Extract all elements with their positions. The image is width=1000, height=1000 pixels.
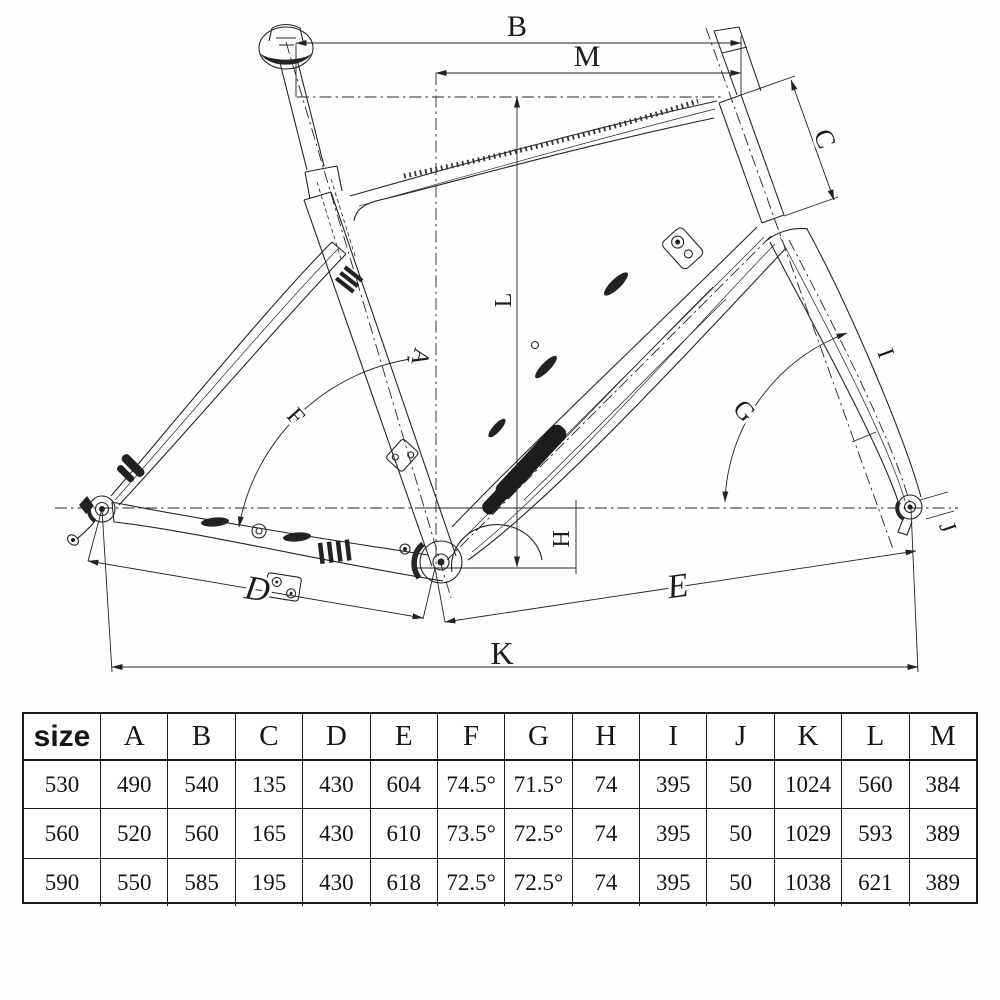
dim-label-k: K: [490, 635, 513, 671]
header-cell-size: size: [24, 714, 100, 760]
brake-caliper: [116, 454, 145, 483]
value-cell: 604: [369, 760, 437, 808]
value-cell: 72.5°: [436, 858, 505, 906]
header-cell: G: [504, 714, 572, 760]
header-cell: I: [639, 714, 707, 760]
header-cell: B: [167, 714, 235, 760]
size-cell: 560: [24, 808, 100, 858]
value-cell: 395: [639, 858, 707, 906]
size-cell: 590: [24, 858, 100, 906]
value-cell: 72.5°: [504, 808, 572, 858]
top-tube: [349, 98, 718, 222]
dim-label-j: J: [933, 519, 961, 537]
rear-dropout: [67, 495, 116, 546]
value-cell: 74: [571, 808, 640, 858]
value-cell: 540: [167, 760, 235, 808]
header-cell: E: [369, 714, 437, 760]
value-cell: 50: [706, 858, 774, 906]
centerlines: [55, 27, 958, 599]
header-cell: L: [841, 714, 909, 760]
steerer-tube: [713, 26, 762, 96]
chainstay: [111, 501, 444, 582]
value-cell: 72.5°: [504, 858, 572, 906]
fork: [765, 227, 923, 536]
value-cell: 593: [841, 808, 909, 858]
header-cell: C: [234, 714, 303, 760]
dim-label-a: A: [405, 345, 434, 368]
header-cell: D: [302, 714, 370, 760]
value-cell: 520: [100, 808, 168, 858]
value-cell: 610: [369, 808, 437, 858]
value-cell: 50: [706, 760, 774, 808]
value-cell: 1029: [773, 808, 842, 858]
dim-label-l: L: [491, 293, 517, 308]
dim-label-b: B: [507, 10, 527, 43]
cable-port: [662, 227, 704, 270]
value-cell: 490: [100, 760, 168, 808]
value-cell: 50: [706, 808, 774, 858]
value-cell: 74: [571, 858, 640, 906]
frame-geometry-diagram: B M C L A F G H I J D E K: [55, 10, 963, 673]
down-tube: [451, 226, 787, 561]
bike-frame-drawing: [55, 23, 958, 602]
value-cell: 585: [167, 858, 235, 906]
head-tube: [718, 94, 785, 224]
value-cell: 389: [908, 808, 976, 858]
seatpost-clamp: [258, 23, 314, 70]
value-cell: 73.5°: [436, 808, 505, 858]
value-cell: 195: [234, 858, 303, 906]
value-cell: 74: [571, 760, 640, 808]
dim-label-d: D: [241, 569, 272, 610]
seatpost: [279, 58, 325, 171]
dimension-labels: B M C L A F G H I J D E K: [238, 10, 963, 671]
dim-label-e: E: [664, 567, 691, 607]
header-cell: H: [571, 714, 640, 760]
header-cell: A: [100, 714, 168, 760]
value-cell: 430: [302, 858, 370, 906]
value-cell: 618: [369, 858, 437, 906]
value-cell: 1024: [773, 760, 842, 808]
dimension-lines: [87, 36, 955, 673]
value-cell: 71.5°: [504, 760, 572, 808]
dim-label-c: C: [808, 125, 843, 153]
dim-label-i: I: [871, 345, 898, 361]
value-cell: 1038: [773, 858, 842, 906]
value-cell: 621: [841, 858, 909, 906]
value-cell: 560: [841, 760, 909, 808]
value-cell: 550: [100, 858, 168, 906]
value-cell: 395: [639, 808, 707, 858]
value-cell: 165: [234, 808, 303, 858]
geometry-table: size A B C D E F G H I J K L M 530 490 5…: [22, 712, 978, 906]
dim-label-f: F: [281, 403, 309, 430]
header-cell: J: [706, 714, 774, 760]
value-cell: 430: [302, 760, 370, 808]
value-cell: 395: [639, 760, 707, 808]
derailleur-mount: [386, 438, 419, 472]
dim-label-m: M: [574, 40, 601, 73]
value-cell: 389: [908, 858, 976, 906]
header-cell: K: [773, 714, 842, 760]
dim-label-h: H: [549, 530, 575, 547]
value-cell: 384: [908, 760, 976, 808]
size-cell: 530: [24, 760, 100, 808]
seatstay: [110, 241, 364, 506]
value-cell: 74.5°: [436, 760, 505, 808]
value-cell: 135: [234, 760, 303, 808]
header-cell: M: [908, 714, 976, 760]
value-cell: 430: [302, 808, 370, 858]
value-cell: 560: [167, 808, 235, 858]
header-cell: F: [436, 714, 505, 760]
dim-label-g: G: [727, 394, 761, 427]
